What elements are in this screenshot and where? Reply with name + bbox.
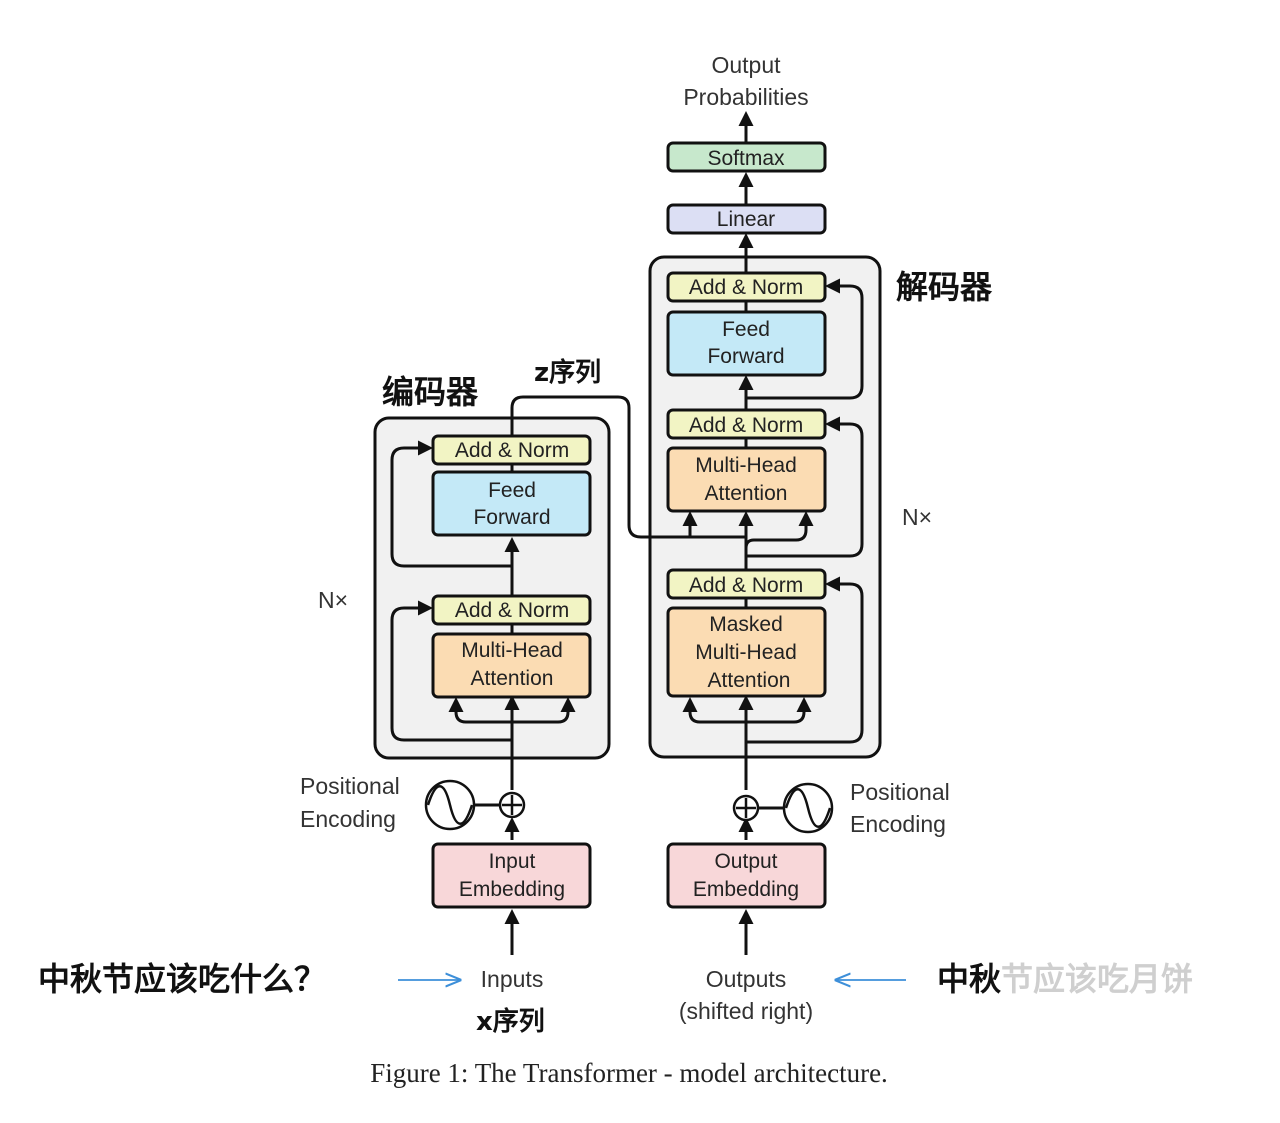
decoder-add-norm-3-label: Add & Norm: [689, 574, 803, 597]
encoder-nx-label: N×: [318, 587, 348, 613]
softmax-label: Softmax: [707, 147, 785, 170]
x-sequence-label: x序列: [476, 1006, 545, 1037]
encoder-ff-line1: Feed: [488, 479, 536, 502]
softmax-block: Softmax: [666, 141, 827, 173]
input-embedding-line1: Input: [489, 850, 536, 873]
output-embedding-line2: Embedding: [693, 878, 799, 901]
decoder-nx-label: N×: [902, 504, 932, 530]
decoder-wires: [504, 111, 864, 955]
inputs-label: Inputs: [481, 966, 544, 992]
input-question-cn: 中秋节应该吃什么？: [38, 960, 326, 998]
decoder-ff-line1: Feed: [722, 318, 770, 341]
outputs-label-line2: (shifted right): [679, 998, 813, 1024]
decoder-masked-attention: Masked Multi-Head Attention: [666, 606, 827, 698]
masked-line2: Multi-Head: [695, 641, 797, 664]
decoder-add-norm-2-label: Add & Norm: [689, 414, 803, 437]
decoder-positional-encoding: Positional Encoding: [732, 779, 950, 837]
figure-caption: Figure 1: The Transformer - model archit…: [370, 1058, 888, 1088]
decoder-cross-attention: Multi-Head Attention: [666, 446, 827, 513]
encoder-add-norm-bottom-label: Add & Norm: [455, 599, 569, 622]
output-answer-cn: 中秋节应该吃月饼: [937, 960, 1193, 998]
linear-block: Linear: [666, 203, 827, 235]
pos-enc-right-line1: Positional: [850, 779, 950, 805]
output-embedding-line1: Output: [714, 850, 777, 873]
encoder-mha-line2: Attention: [471, 667, 554, 690]
pos-enc-right-line2: Encoding: [850, 811, 946, 837]
encoder-positional-encoding: Positional Encoding: [300, 773, 526, 832]
decoder-feed-forward: Feed Forward: [666, 310, 827, 377]
linear-label: Linear: [717, 208, 775, 231]
encoder-multi-head-attention: Multi-Head Attention: [431, 632, 592, 699]
input-embedding-block: Input Embedding: [431, 842, 592, 909]
output-embedding-block: Output Embedding: [666, 842, 827, 909]
masked-line1: Masked: [709, 613, 783, 636]
decoder-mha-line1: Multi-Head: [695, 454, 797, 477]
output-answer-cn-grey: 节应该吃月饼: [1001, 960, 1193, 998]
decoder-add-norm-2: Add & Norm: [666, 408, 827, 440]
output-probabilities-line1: Output: [711, 52, 781, 78]
pos-enc-left-line1: Positional: [300, 773, 400, 799]
decoder-mha-line2: Attention: [705, 482, 788, 505]
output-answer-cn-black: 中秋: [937, 960, 1001, 998]
encoder-mha-line1: Multi-Head: [461, 639, 563, 662]
decoder-add-norm-1: Add & Norm: [666, 271, 827, 303]
outputs-label-line1: Outputs: [706, 966, 787, 992]
encoder-add-norm-bottom: Add & Norm: [431, 594, 592, 626]
decoder-add-norm-1-label: Add & Norm: [689, 276, 803, 299]
encoder-feed-forward: Feed Forward: [431, 470, 592, 537]
decoder-cn-label: 解码器: [896, 268, 993, 306]
encoder-cn-label: 编码器: [382, 373, 479, 411]
masked-line3: Attention: [708, 669, 791, 692]
encoder-add-norm-top-label: Add & Norm: [455, 439, 569, 462]
output-probabilities-line2: Probabilities: [683, 84, 808, 110]
decoder-add-norm-3: Add & Norm: [666, 568, 827, 600]
encoder-ff-line2: Forward: [473, 506, 550, 529]
pos-enc-left-line2: Encoding: [300, 806, 396, 832]
encoder-add-norm-top: Add & Norm: [431, 434, 592, 466]
input-embedding-line2: Embedding: [459, 878, 565, 901]
encoder-stack: [373, 416, 611, 760]
decoder-ff-line2: Forward: [707, 345, 784, 368]
z-sequence-label: z序列: [534, 357, 601, 388]
